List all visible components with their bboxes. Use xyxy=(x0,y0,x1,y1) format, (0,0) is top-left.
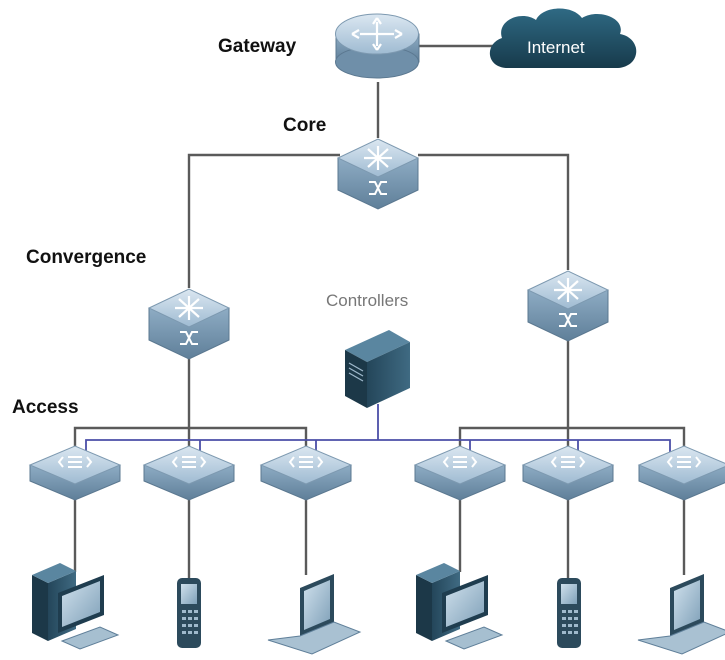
core-convergence-left-link xyxy=(187,153,340,288)
laptop-2-icon xyxy=(637,573,725,655)
controller-links xyxy=(85,404,671,458)
desktop-computer-2-icon xyxy=(415,562,503,650)
access-switch-1-icon xyxy=(29,445,121,501)
router-icon xyxy=(335,13,420,79)
core-convergence-right-link xyxy=(418,153,570,270)
access-switch-2-icon xyxy=(143,445,235,501)
cloud-icon xyxy=(489,8,637,68)
core-switch-icon xyxy=(336,137,420,211)
desktop-computer-1-icon xyxy=(31,562,119,650)
server-tower-icon xyxy=(345,330,410,408)
core-label: Core xyxy=(283,115,326,136)
controllers-label: Controllers xyxy=(326,291,408,310)
mobile-phone-2-icon xyxy=(557,578,581,648)
network-links xyxy=(73,44,686,580)
right-access-bus xyxy=(458,426,686,458)
convergence-switch-left-icon xyxy=(147,287,231,361)
mobile-phone-1-icon xyxy=(177,578,201,648)
access-switch-5-icon xyxy=(522,445,614,501)
access-switch-6-icon xyxy=(638,445,725,501)
left-access-bus xyxy=(73,426,308,458)
convergence-label: Convergence xyxy=(26,247,146,268)
controller-bus xyxy=(85,439,671,458)
access-label: Access xyxy=(12,397,79,418)
gateway-label: Gateway xyxy=(218,36,297,57)
laptop-1-icon xyxy=(267,573,361,655)
access-switch-3-icon xyxy=(260,445,352,501)
convergence-switch-right-icon xyxy=(526,269,610,343)
internet-label: Internet xyxy=(527,38,585,57)
access-switch-4-icon xyxy=(414,445,506,501)
